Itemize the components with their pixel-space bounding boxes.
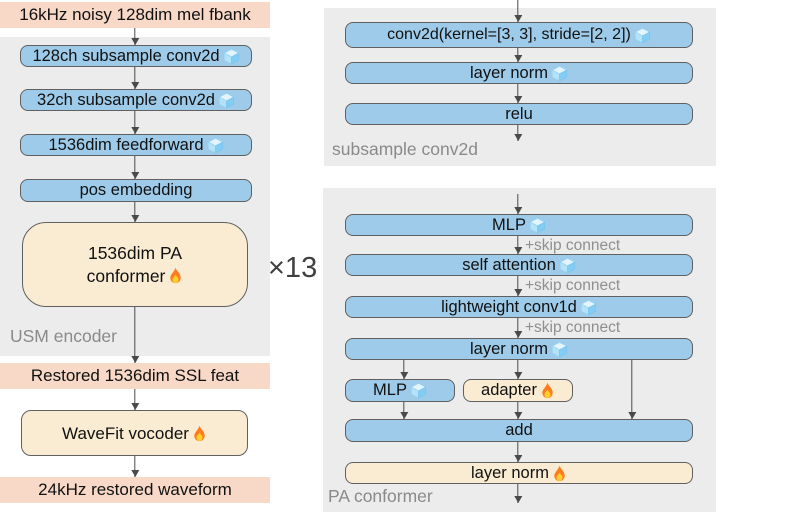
input-mel-fbank-label: 16kHz noisy 128dim mel fbank [19, 5, 251, 24]
ice-cube-icon [551, 65, 568, 82]
skip-connect-label: +skip connect [525, 319, 621, 336]
lightweight-conv1d-box: lightweight conv1d [345, 296, 693, 318]
pa-layernorm-frozen-label: layer norm [470, 339, 548, 358]
conv32-label: 32ch subsample conv2d [37, 90, 215, 109]
self-attention-box: self attention [345, 254, 693, 276]
pa-layernorm-finetuned-box: layer norm [345, 462, 693, 484]
arrow-conv2d-to-layernorm [517, 48, 519, 62]
usm-encoder-label: USM encoder [10, 326, 117, 346]
arrow-conv128-to-conv32 [134, 67, 136, 89]
arrow-conformer-to-sslfeat [134, 307, 136, 363]
adapter-box: adapter [463, 379, 573, 402]
output-waveform-box: 24kHz restored waveform [0, 477, 270, 503]
arrow-mlpbranch-to-add [403, 402, 405, 419]
pa-mlp-branch-box: MLP [345, 379, 455, 402]
conv128-box: 128ch subsample conv2d [20, 45, 252, 67]
ice-cube-icon [529, 217, 546, 234]
ssl-feat-box: Restored 1536dim SSL feat [0, 363, 270, 389]
arrow-layernorm-to-add [631, 360, 633, 419]
arrow-mlp-to-selfattention [517, 236, 519, 254]
arrow-relu-out [517, 125, 519, 141]
input-mel-fbank-box: 16kHz noisy 128dim mel fbank [0, 2, 270, 28]
output-waveform-label: 24kHz restored waveform [38, 480, 232, 499]
arrow-layernorm-out [517, 484, 519, 503]
wavefit-vocoder-box: WaveFit vocoder [21, 410, 248, 456]
ice-cube-icon [218, 92, 235, 109]
arrow-layernorm-to-mlpbranch [403, 360, 405, 379]
subsample-conv2d-label: subsample conv2d [332, 139, 478, 159]
self-attention-label: self attention [462, 255, 556, 274]
pa-layernorm-frozen-box: layer norm [345, 338, 693, 360]
arrow-add-to-layernorm [517, 442, 519, 462]
feedforward-label: 1536dim feedforward [48, 135, 204, 154]
repeat-count: ×13 [268, 252, 318, 284]
arrow-input-to-conv128 [134, 28, 136, 45]
conv32-box: 32ch subsample conv2d [20, 89, 252, 111]
arrow-conv32-to-feedforward [134, 111, 136, 134]
conv2d-kernel-box: conv2d(kernel=[3, 3], stride=[2, 2]) [345, 22, 693, 48]
arrow-selfattention-to-conv1d [517, 276, 519, 296]
ice-cube-icon [559, 257, 576, 274]
ice-cube-icon [634, 27, 651, 44]
adapter-label: adapter [481, 381, 537, 400]
wavefit-vocoder-label: WaveFit vocoder [62, 423, 189, 443]
flame-icon [552, 465, 567, 482]
pos-embedding-label: pos embedding [79, 181, 193, 200]
conv2d-kernel-label: conv2d(kernel=[3, 3], stride=[2, 2]) [387, 26, 631, 43]
subsample-layernorm-label: layer norm [470, 63, 548, 82]
feedforward-box: 1536dim feedforward [20, 134, 252, 156]
pa-mlp-label: MLP [492, 215, 526, 234]
lightweight-conv1d-label: lightweight conv1d [441, 297, 577, 316]
ssl-feat-label: Restored 1536dim SSL feat [30, 366, 240, 385]
ice-cube-icon [551, 341, 568, 358]
ice-cube-icon [580, 299, 597, 316]
pa-mlp-branch-label: MLP [373, 381, 407, 400]
flame-icon [540, 382, 555, 399]
ice-cube-icon [410, 382, 427, 399]
pa-layernorm-finetuned-label: layer norm [471, 463, 549, 482]
skip-connect-label: +skip connect [525, 277, 621, 294]
skip-connect-label: +skip connect [525, 237, 621, 254]
arrow-wavefit-to-waveform [134, 456, 136, 477]
conv128-label: 128ch subsample conv2d [32, 46, 220, 65]
pa-conformer-label: PA conformer [328, 486, 433, 506]
pa-conformer-label-line2: conformer [86, 265, 166, 286]
pa-mlp-box: MLP [345, 214, 693, 236]
arrow-into-pa-mlp [517, 194, 519, 214]
arrow-conv1d-to-layernorm [517, 318, 519, 338]
flame-icon [168, 267, 183, 284]
ice-cube-icon [223, 48, 240, 65]
subsample-layernorm-box: layer norm [345, 62, 693, 84]
pos-embedding-box: pos embedding [20, 179, 252, 202]
arrow-posembedding-to-conformer [134, 202, 136, 222]
arrow-layernorm-to-relu [517, 84, 519, 103]
relu-box: relu [345, 103, 693, 125]
ice-cube-icon [207, 137, 224, 154]
arrow-adapter-to-add [517, 402, 519, 419]
arrow-layernorm-to-adapter [517, 360, 519, 379]
pa-conformer-label-line1: 1536dim PA [87, 242, 183, 263]
arrow-feedforward-to-posembedding [134, 156, 136, 179]
pa-conformer-box: 1536dim PA conformer [22, 222, 248, 307]
arrow-sslfeat-to-wavefit [134, 389, 136, 410]
flame-icon [192, 425, 207, 442]
arrow-into-conv2d [517, 0, 519, 22]
add-label: add [505, 421, 533, 440]
add-box: add [345, 419, 693, 442]
relu-label: relu [505, 104, 533, 123]
